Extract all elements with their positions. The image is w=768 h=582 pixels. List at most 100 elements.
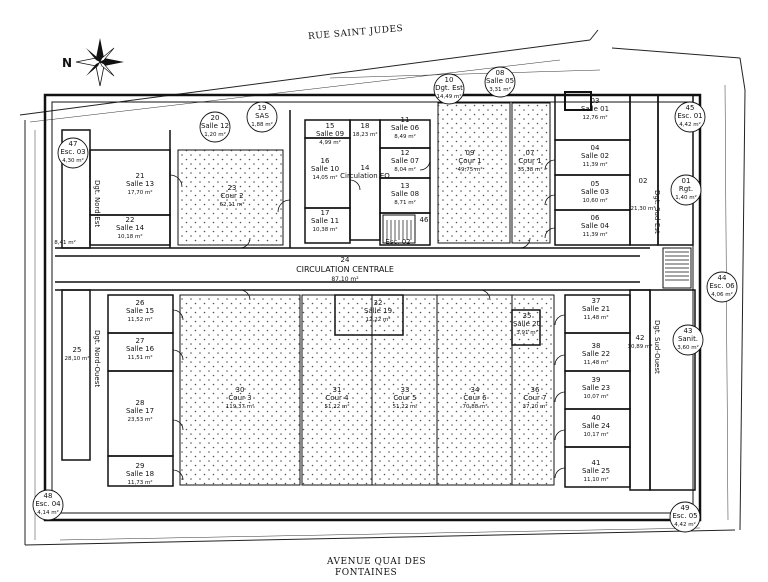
room-area: 4,06 m² (711, 291, 733, 298)
room-number: 46 (420, 216, 429, 224)
room-number: 49 (681, 504, 690, 512)
room-number: 03 (591, 97, 600, 105)
door-swings (169, 159, 566, 481)
compass-rose: N (62, 38, 124, 87)
room-name: Esc. 03 (60, 148, 85, 156)
room-name: Salle 11 (311, 217, 339, 225)
building-walls (43, 93, 702, 522)
room-bubble (669, 501, 701, 533)
room-number: 02 (639, 177, 648, 185)
room-number: 26 (136, 299, 145, 307)
room-number: 27 (136, 337, 145, 345)
room-name: Esc. 05 (672, 512, 697, 520)
room-name: Salle 02 (581, 152, 609, 160)
room-number: 05 (591, 180, 600, 188)
room-area: 11,39 m² (582, 161, 607, 168)
room-name: Salle 22 (582, 350, 610, 358)
room-number: 37 (592, 297, 601, 305)
room-name: Cour 1 (518, 157, 541, 165)
room-number: 15 (326, 122, 335, 130)
room-area: 4,42 m² (679, 121, 701, 128)
room-name: Salle 08 (391, 190, 419, 198)
room-number: 28 (136, 399, 145, 407)
room-area: 8,41 m² (54, 239, 76, 246)
room-number: 39 (592, 376, 601, 384)
room-bubble (32, 489, 64, 521)
room-area: 11,39 m² (582, 231, 607, 238)
room-area: 4,14 m² (37, 509, 59, 516)
room-label-rNordEst: 8,41 m² (54, 239, 76, 246)
room-label-r02b: 21,30 m² (630, 205, 655, 212)
room-number: 21 (136, 172, 145, 180)
room-name: Salle 25 (582, 467, 610, 475)
room-area: 51,22 m² (392, 403, 417, 410)
room-area: 14,05 m² (312, 174, 337, 181)
room-name: Circulation EO (340, 172, 390, 180)
room-name: Salle 15 (126, 307, 154, 315)
room-number: 08 (496, 69, 505, 77)
room-partitions (61, 91, 696, 491)
room-number: 09 (466, 149, 475, 157)
room-number: 29 (136, 462, 145, 470)
room-name: Dgt. Est (435, 84, 463, 92)
room-number: 07 (526, 149, 535, 157)
room-name: SAS (255, 112, 269, 120)
room-number: 25 (73, 346, 82, 354)
room-name: Salle 07 (391, 157, 419, 165)
room-number: 20 (211, 114, 220, 122)
room-number: 11 (401, 116, 410, 124)
room-name: Salle 17 (126, 407, 154, 415)
room-area: 4,30 m² (62, 157, 84, 164)
room-area: 11,10 m² (583, 476, 608, 483)
room-number: 41 (592, 459, 601, 467)
room-area: 4,42 m² (674, 521, 696, 528)
room-area: 49,75 m² (457, 166, 482, 173)
room-name: Cour 1 (458, 157, 481, 165)
room-name: Cour 3 (228, 394, 251, 402)
room-bubble (672, 324, 704, 356)
room-name: Salle 19 (364, 307, 392, 315)
room-label-rEsc02: Esc. 02 (385, 238, 410, 246)
room-area: 3,31 m² (489, 86, 511, 93)
room-area: 18,23 m² (352, 131, 377, 138)
room-number: 40 (592, 414, 601, 422)
compass-north-label: N (62, 56, 72, 70)
room-number: 30 (236, 386, 245, 394)
stair-treads (386, 220, 689, 281)
room-number: 45 (686, 104, 695, 112)
room-number: 34 (471, 386, 480, 394)
room-bubble (57, 137, 89, 169)
room-number: 33 (401, 386, 410, 394)
room-name: Salle 12 (201, 122, 229, 130)
room-bubble (674, 101, 706, 133)
room-number: 32 (374, 299, 383, 307)
room-number: 04 (591, 144, 600, 152)
room-area: 12,22 m² (365, 316, 390, 323)
central-corridor (55, 247, 650, 291)
room-number: 42 (636, 334, 645, 342)
room-area: 1,20 m² (204, 131, 226, 138)
room-area: 23,53 m² (127, 416, 152, 423)
room-area: 10,38 m² (312, 226, 337, 233)
room-area: 10,60 m² (582, 197, 607, 204)
street-south-line1: AVENUE QUAI DES (327, 557, 427, 567)
room-area: 11,48 m² (583, 359, 608, 366)
room-name: Esc. 04 (35, 500, 61, 508)
room-name: Salle 06 (391, 124, 420, 132)
